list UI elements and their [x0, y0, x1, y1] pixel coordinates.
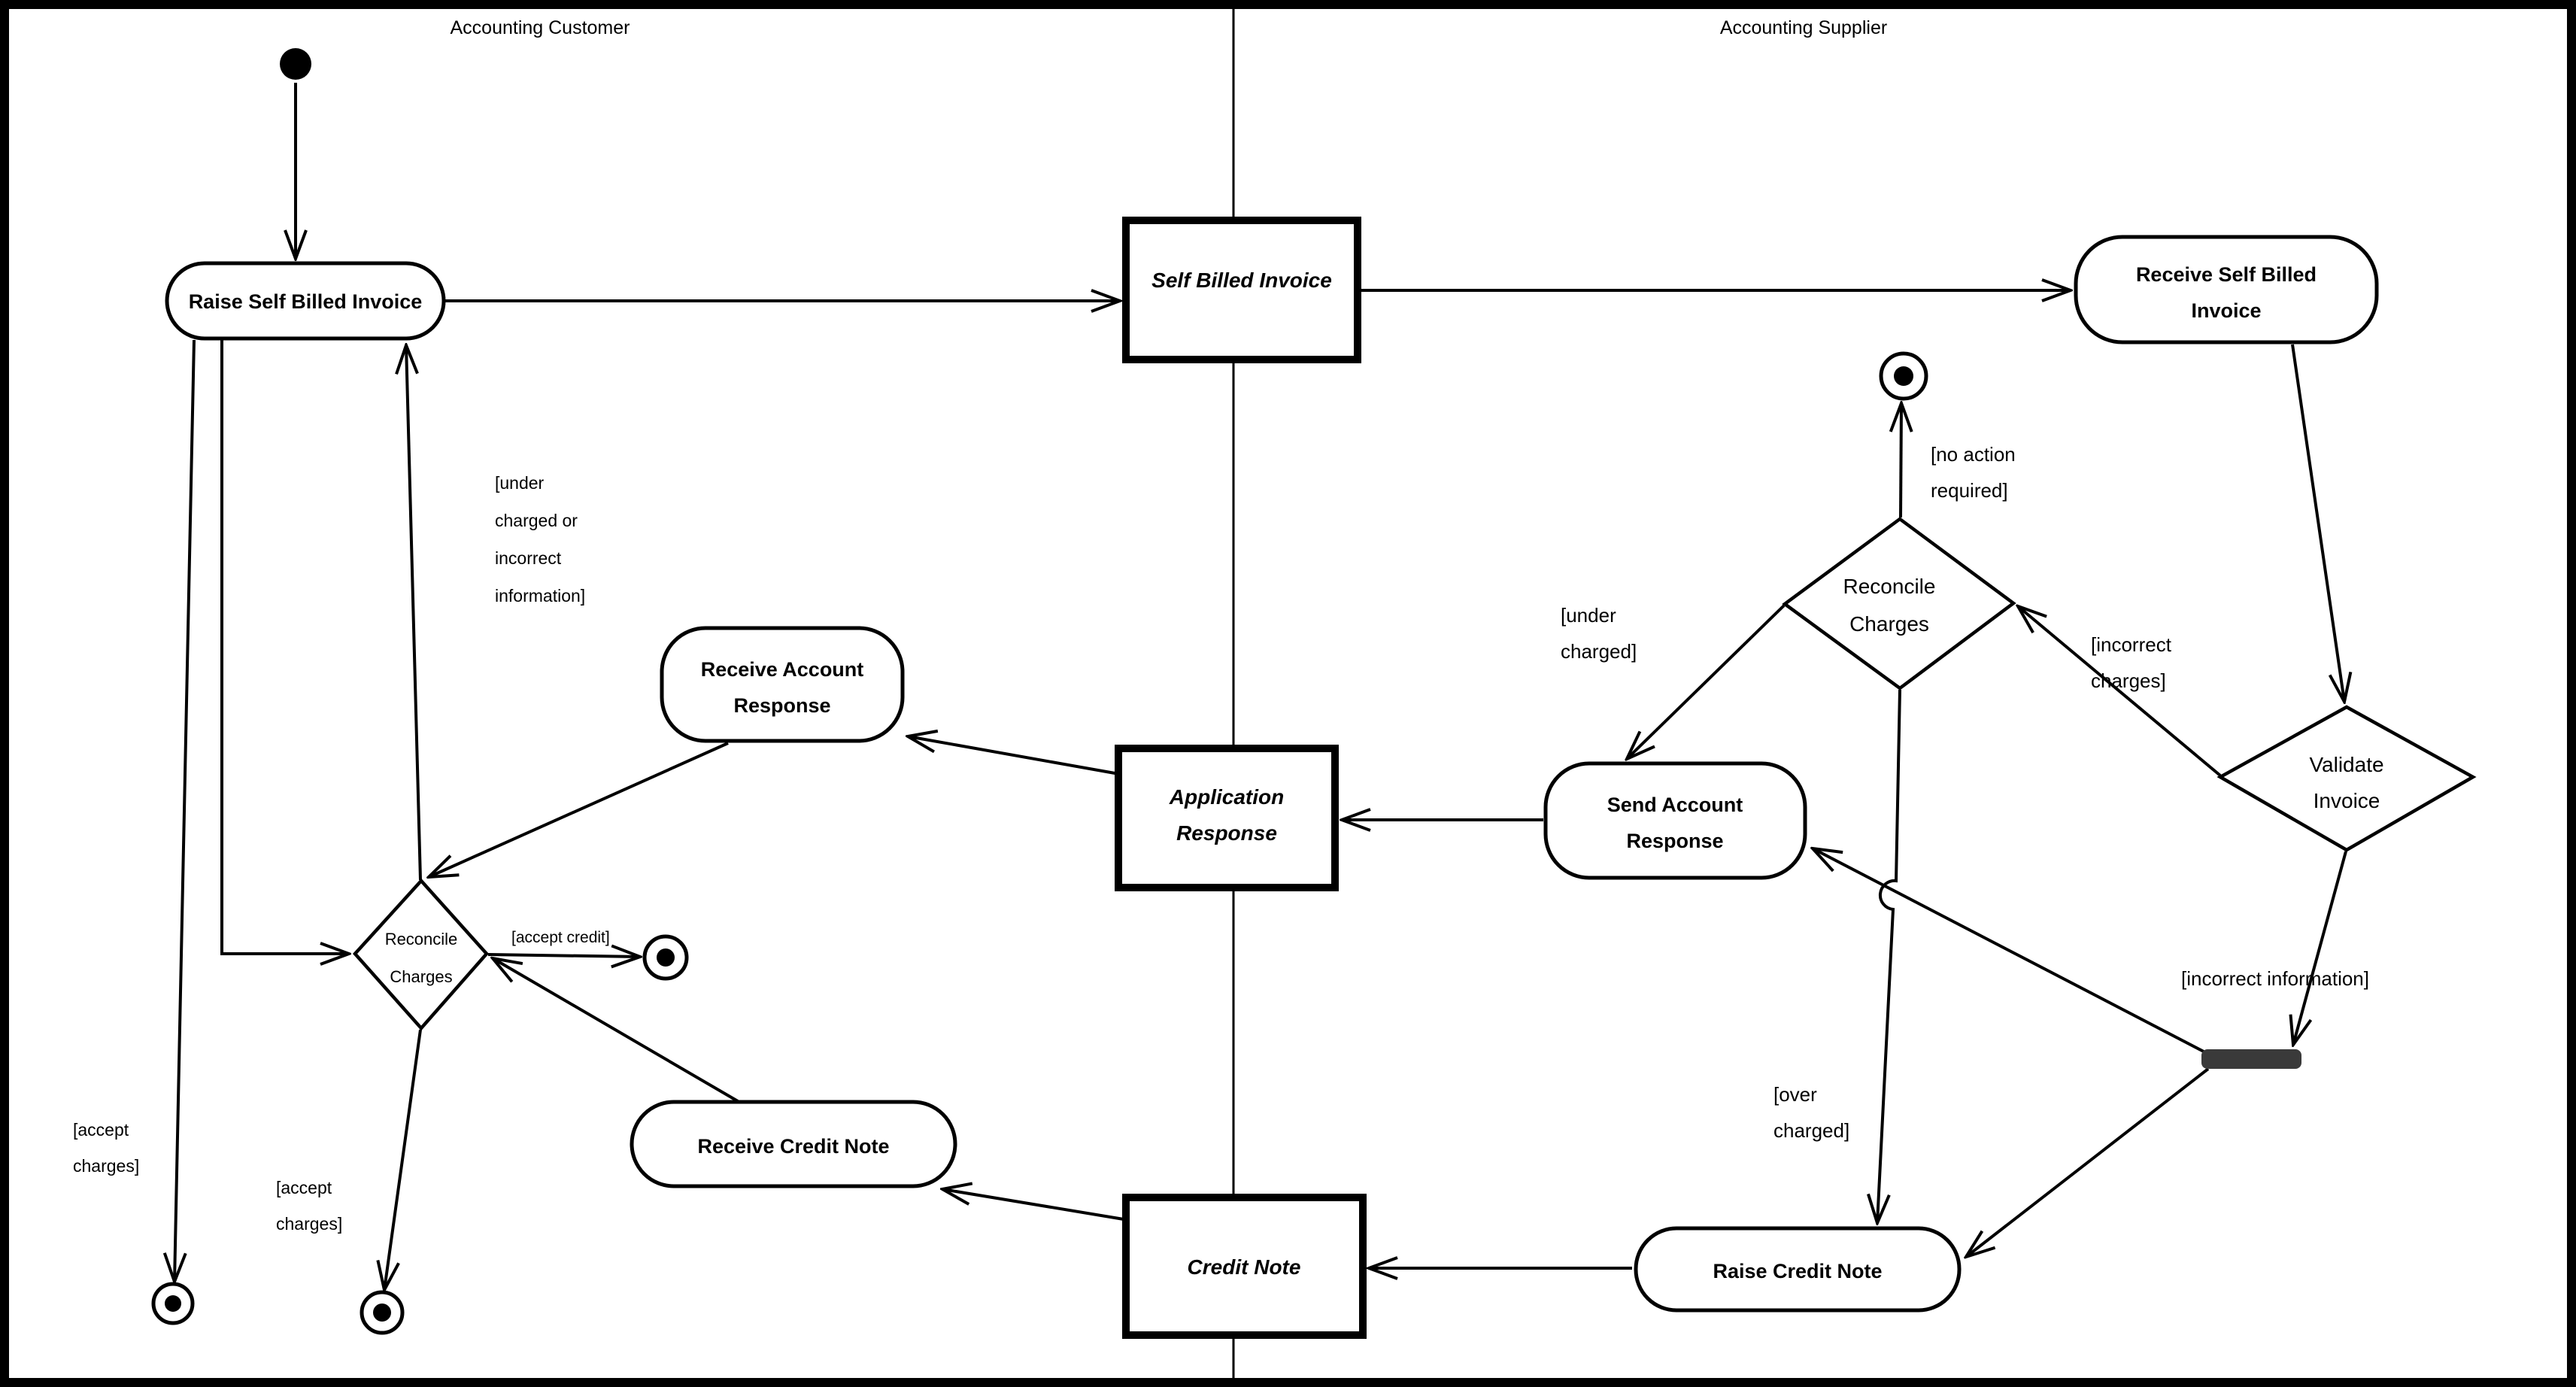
- final-node-accept-credit: [642, 934, 689, 981]
- final-node-no-action: [1879, 351, 1928, 401]
- edge-receiveaccount-to-reconcile-customer: [429, 742, 729, 877]
- edge-creditnote-to-receivecredit: [942, 1189, 1124, 1221]
- edge-receivecredit-to-reconcile-customer: [493, 958, 739, 1103]
- decision-reconcile-charges-customer: Reconcile Charges: [352, 878, 490, 1031]
- activity-label: Invoice: [2191, 299, 2261, 322]
- object-label: Self Billed Invoice: [1151, 269, 1332, 292]
- object-label: Credit Note: [1188, 1255, 1301, 1279]
- object-self-billed-invoice: Self Billed Invoice: [1122, 217, 1361, 363]
- guard-line: charged]: [1561, 640, 1637, 663]
- lane-title-customer: Accounting Customer: [450, 17, 630, 38]
- edge-raise-to-reconcile-customer: [220, 340, 349, 954]
- guard-incorrect-charges: [incorrect charges]: [2091, 633, 2172, 692]
- decision-validate-invoice: Validate Invoice: [2216, 705, 2477, 852]
- guard-under-charged: [under charged]: [1561, 604, 1637, 663]
- decision-label: Charges: [1849, 612, 1929, 636]
- guard-line: [accept: [276, 1178, 332, 1197]
- guard-incorrect-information: [incorrect information]: [2181, 967, 2369, 990]
- decision-reconcile-charges-supplier: Reconcile Charges: [1782, 517, 2016, 690]
- object-label: Application: [1169, 785, 1284, 809]
- guard-accept-charges-mid: [accept charges]: [276, 1178, 342, 1234]
- guard-line: [under: [495, 473, 545, 493]
- activity-label: Send Account: [1607, 794, 1743, 816]
- guard-line: [under: [1561, 604, 1616, 627]
- final-node-accept-charges-left: [151, 1282, 195, 1325]
- guard-line: charged or: [495, 511, 578, 530]
- activity-raise-credit-note: Raise Credit Note: [1634, 1226, 1962, 1313]
- edge-reconcile-supplier-to-send: [1627, 604, 1786, 759]
- guard-line: charges]: [276, 1214, 342, 1234]
- edges: [174, 83, 2346, 1290]
- guard-accept-charges-left: [accept charges]: [73, 1120, 139, 1176]
- guard-line: charged]: [1773, 1119, 1849, 1142]
- guard-over-charged: [over charged]: [1773, 1083, 1849, 1142]
- activity-label: Raise Credit Note: [1713, 1260, 1882, 1282]
- edge-raise-to-end-left: [174, 339, 196, 1282]
- guard-line: [incorrect: [2091, 633, 2172, 656]
- decision-label: Invoice: [2314, 789, 2380, 812]
- guard-no-action-required: [no action required]: [1931, 443, 2016, 502]
- activity-label: Response: [733, 694, 830, 717]
- guard-line: charges]: [73, 1156, 139, 1176]
- edge-reconcile-customer-to-end-credit: [487, 955, 640, 957]
- edge-overcharged-to-raisecredit: [1877, 689, 1901, 1223]
- initial-node: [280, 48, 311, 80]
- activity-receive-account-response: Receive Account Response: [660, 626, 905, 743]
- edge-reconcile-customer-to-end-mid: [384, 1029, 422, 1290]
- activity-label: Receive Credit Note: [697, 1135, 889, 1158]
- decision-label: Reconcile: [385, 930, 458, 948]
- edge-reconcile-customer-to-raise: [406, 345, 422, 881]
- object-application-response: Application Response: [1115, 745, 1339, 891]
- edge-receiveself-to-validate: [2291, 344, 2344, 702]
- guard-line: [no action: [1931, 443, 2016, 466]
- decision-label: Charges: [390, 967, 452, 986]
- edge-application-to-receiveaccount: [908, 736, 1120, 775]
- final-node-accept-charges-mid: [360, 1290, 405, 1335]
- activity-label: Raise Self Billed Invoice: [189, 290, 423, 313]
- guard-line: [accept: [73, 1120, 129, 1140]
- guard-line: required]: [1931, 479, 2008, 502]
- activity-raise-self-billed-invoice: Raise Self Billed Invoice: [165, 261, 446, 341]
- lane-title-supplier: Accounting Supplier: [1720, 17, 1887, 38]
- decision-label: Validate: [2309, 753, 2383, 776]
- guard-accept-credit: [accept credit]: [511, 929, 610, 946]
- guard-line: charges]: [2091, 669, 2166, 692]
- guard-line: information]: [495, 586, 585, 605]
- activity-send-account-response: Send Account Response: [1543, 761, 1807, 880]
- activity-label: Receive Self Billed: [2136, 263, 2317, 286]
- activity-label: Response: [1626, 830, 1723, 852]
- edge-fork-to-raisecredit: [1966, 1067, 2210, 1257]
- object-label: Response: [1176, 821, 1277, 845]
- edge-validate-to-fork: [2293, 851, 2347, 1045]
- edge-validate-to-reconcile-supplier: [2018, 606, 2222, 777]
- object-credit-note: Credit Note: [1122, 1194, 1367, 1339]
- decision-label: Reconcile: [1843, 575, 1936, 598]
- guard-line: [over: [1773, 1083, 1817, 1106]
- guard-line: incorrect: [495, 548, 562, 568]
- edge-fork-to-send: [1813, 848, 2204, 1053]
- activity-receive-credit-note: Receive Credit Note: [630, 1100, 957, 1188]
- fork-bar: [2201, 1049, 2301, 1069]
- activity-label: Receive Account: [701, 658, 864, 681]
- activity-receive-self-billed-invoice: Receive Self Billed Invoice: [2074, 235, 2379, 344]
- guard-under-charged-or-incorrect-information: [under charged or incorrect information]: [495, 473, 585, 605]
